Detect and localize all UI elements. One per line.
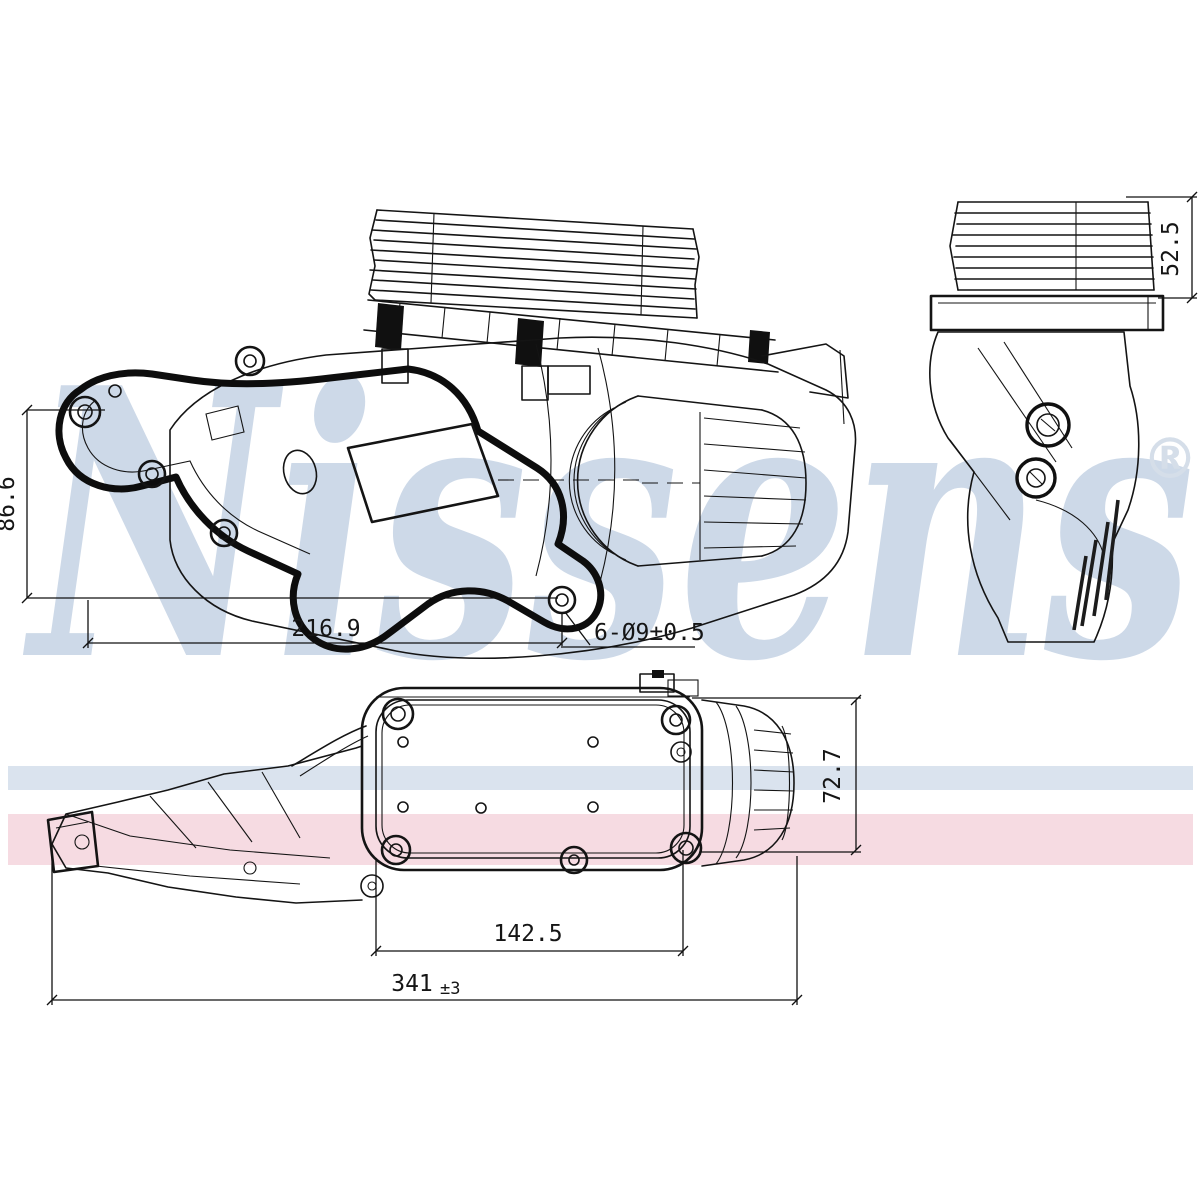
dimension-cooler-width: 142.5 xyxy=(370,850,689,957)
dimension-label-86-6: 86.6 xyxy=(0,476,20,531)
housing-body xyxy=(169,336,857,659)
dimensions: 86.6 216.9 6-Ø9±0.5 52.5 xyxy=(0,191,1198,1006)
clamp-strip xyxy=(363,299,779,401)
top-tab xyxy=(639,670,699,697)
dimension-label-142-5: 142.5 xyxy=(493,921,562,947)
side-view xyxy=(929,201,1165,643)
watermark: Nissens ® xyxy=(22,309,1198,743)
cooler-plate xyxy=(360,686,704,872)
dimension-cooler-height: 72.7 xyxy=(692,694,862,856)
cap-fins xyxy=(949,201,1155,291)
plate-holes xyxy=(397,736,599,814)
registered-trademark-icon: ® xyxy=(1142,427,1198,492)
plate-bolts xyxy=(360,697,703,898)
side-ports xyxy=(1015,402,1071,499)
main-assembly-view xyxy=(55,209,857,659)
stripe-blue xyxy=(8,766,1193,790)
dimension-label-341: 341 xyxy=(391,971,433,997)
bottom-view xyxy=(46,670,795,904)
dimension-bracket-width: 216.9 xyxy=(82,600,568,649)
dimension-mounting-holes: 6-Ø9±0.5 xyxy=(563,611,705,648)
filter-canister xyxy=(568,395,807,567)
cap-flange xyxy=(929,294,1165,332)
oil-cooler-fins xyxy=(368,209,700,319)
watermark-brand-text: Nissens xyxy=(22,309,1195,743)
dimension-bracket-height: 86.6 xyxy=(0,404,558,604)
gasket-bracket xyxy=(55,345,605,653)
side-body xyxy=(929,331,1140,643)
dimension-cap-height: 52.5 xyxy=(1126,191,1198,304)
dimension-label-216-9: 216.9 xyxy=(291,616,360,642)
dimension-overall-length: 341 ±3 xyxy=(46,846,803,1006)
dimension-label-341-tolerance: ±3 xyxy=(440,979,460,999)
stripe-pink xyxy=(8,814,1193,865)
dimension-label-52-5: 52.5 xyxy=(1158,221,1184,276)
dimension-label-72-7: 72.7 xyxy=(820,748,846,803)
end-cap xyxy=(701,699,795,867)
dimension-label-holes: 6-Ø9±0.5 xyxy=(594,620,705,646)
